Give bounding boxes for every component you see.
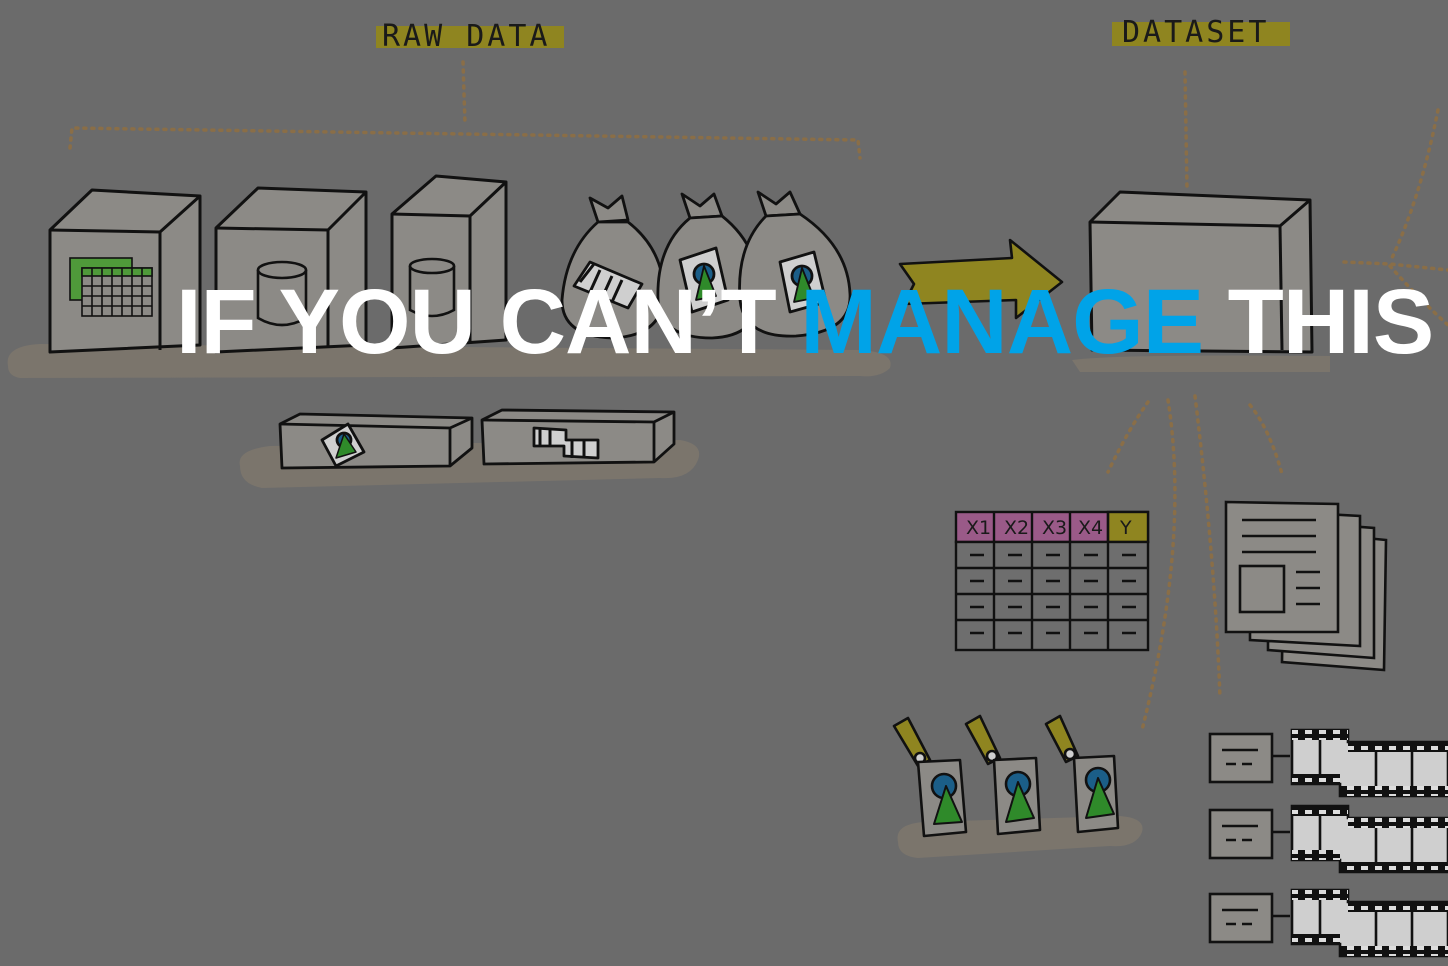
- table-header-x1: X1: [966, 517, 991, 539]
- note-icon: [1210, 810, 1272, 858]
- video-box: [482, 410, 674, 464]
- note-film-row: [1210, 730, 1448, 796]
- headline-part1: IF YOU CAN’T: [176, 271, 800, 373]
- film-strip-icon: [1292, 890, 1448, 956]
- table-header-x4: X4: [1078, 517, 1103, 539]
- note-film-row: [1210, 806, 1448, 872]
- document-stack-icon: [1226, 502, 1386, 670]
- note-film-row: [1210, 890, 1448, 956]
- table-header-x2: X2: [1004, 517, 1029, 539]
- headline-part2: THIS: [1203, 271, 1433, 373]
- tagged-image-icon: [1046, 716, 1118, 832]
- note-icon: [1210, 734, 1272, 782]
- headline: IF YOU CAN’T MANAGE THIS: [0, 272, 1448, 372]
- headline-accent: MANAGE: [800, 271, 1203, 373]
- film-strip-icon: [1292, 806, 1448, 872]
- table-header-y: Y: [1119, 517, 1132, 539]
- tagged-image-icon: [894, 718, 966, 836]
- raw-data-label-text: RAW DATA: [382, 19, 551, 54]
- raw-data-label: RAW DATA: [376, 19, 564, 54]
- note-icon: [1210, 894, 1272, 942]
- table-header-x3: X3: [1042, 517, 1067, 539]
- dataset-label: DATASET: [1112, 15, 1290, 50]
- tagged-image-icon: [966, 716, 1040, 834]
- film-strip-icon: [1292, 730, 1448, 796]
- dataset-label-text: DATASET: [1122, 15, 1269, 50]
- image-box: [280, 414, 472, 468]
